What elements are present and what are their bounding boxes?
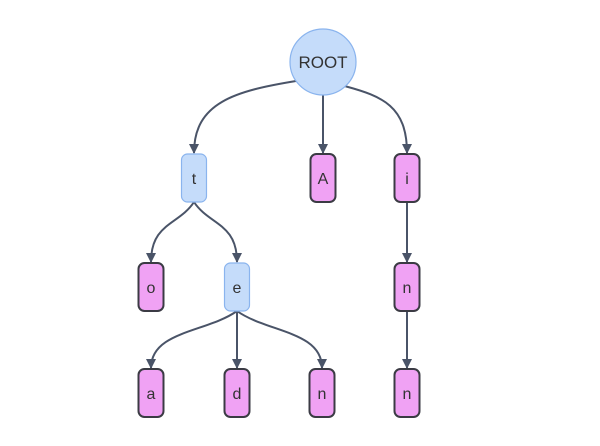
node-label: a	[147, 386, 156, 403]
edge-e-to-a	[146, 310, 238, 369]
node-en[interactable]: n	[308, 368, 336, 418]
node-i[interactable]: i	[393, 153, 421, 203]
leaf-node-shape	[137, 368, 165, 418]
leaf-node-shape	[393, 153, 421, 203]
internal-node-shape	[223, 262, 251, 312]
leaf-node-shape	[309, 153, 337, 203]
node-label: ROOT	[298, 53, 347, 72]
edge-root-to-t	[189, 80, 297, 154]
internal-node-shape	[180, 153, 208, 203]
node-label: A	[318, 171, 329, 188]
node-o[interactable]: o	[137, 262, 165, 312]
edges	[146, 80, 412, 369]
leaf-node-shape	[393, 368, 421, 418]
root-node-shape	[289, 28, 357, 96]
edge-root-to-i	[345, 85, 412, 154]
node-label: i	[405, 171, 409, 188]
node-label: e	[233, 280, 242, 297]
node-label: d	[233, 386, 242, 403]
edge-e-to-en	[236, 310, 327, 369]
leaf-node-shape	[393, 262, 421, 312]
node-A[interactable]: A	[309, 153, 337, 203]
node-in[interactable]: n	[393, 262, 421, 312]
node-label: n	[318, 386, 327, 403]
node-d[interactable]: d	[223, 368, 251, 418]
leaf-node-shape	[308, 368, 336, 418]
node-e[interactable]: e	[223, 262, 251, 312]
node-inn[interactable]: n	[393, 368, 421, 418]
leaf-node-shape	[137, 262, 165, 312]
leaf-node-shape	[223, 368, 251, 418]
node-label: n	[403, 280, 412, 297]
edge-t-to-e	[193, 201, 242, 263]
node-a[interactable]: a	[137, 368, 165, 418]
node-label: n	[403, 386, 412, 403]
node-t[interactable]: t	[180, 153, 208, 203]
node-label: o	[147, 280, 156, 297]
node-root[interactable]: ROOT	[289, 28, 357, 96]
edge-t-to-o	[146, 201, 195, 263]
node-label: t	[192, 171, 197, 188]
